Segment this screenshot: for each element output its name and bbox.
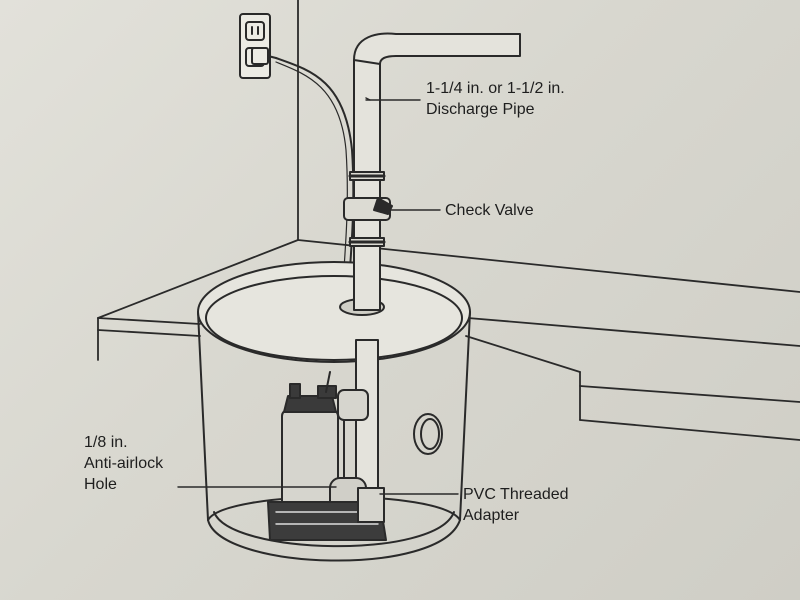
label-check-valve: Check Valve xyxy=(445,200,534,221)
leader-lines xyxy=(177,99,459,495)
label-pvc-line2: Adapter xyxy=(463,507,520,524)
label-airlock-size: 1/8 in. xyxy=(84,434,128,451)
label-discharge-pipe: 1-1/4 in. or 1-1/2 in. Discharge Pipe xyxy=(426,78,565,120)
basin-inlet-hole xyxy=(413,413,443,455)
label-check-valve-text: Check Valve xyxy=(445,202,534,219)
sump-pump xyxy=(267,371,387,541)
label-pvc-line1: PVC Threaded xyxy=(463,486,569,503)
power-plug-icon xyxy=(251,47,277,65)
check-valve xyxy=(343,171,393,247)
wall-outlet-icon xyxy=(239,13,271,79)
label-anti-airlock-hole: 1/8 in. Anti-airlock Hole xyxy=(84,432,163,495)
label-discharge-name: Discharge Pipe xyxy=(426,101,535,118)
label-discharge-size: 1-1/4 in. or 1-1/2 in. xyxy=(426,80,565,97)
label-pvc-threaded-adapter: PVC Threaded Adapter xyxy=(463,484,569,526)
room-walls xyxy=(97,0,800,441)
label-airlock-hole: Hole xyxy=(84,476,117,493)
label-airlock-name: Anti-airlock xyxy=(84,455,164,472)
